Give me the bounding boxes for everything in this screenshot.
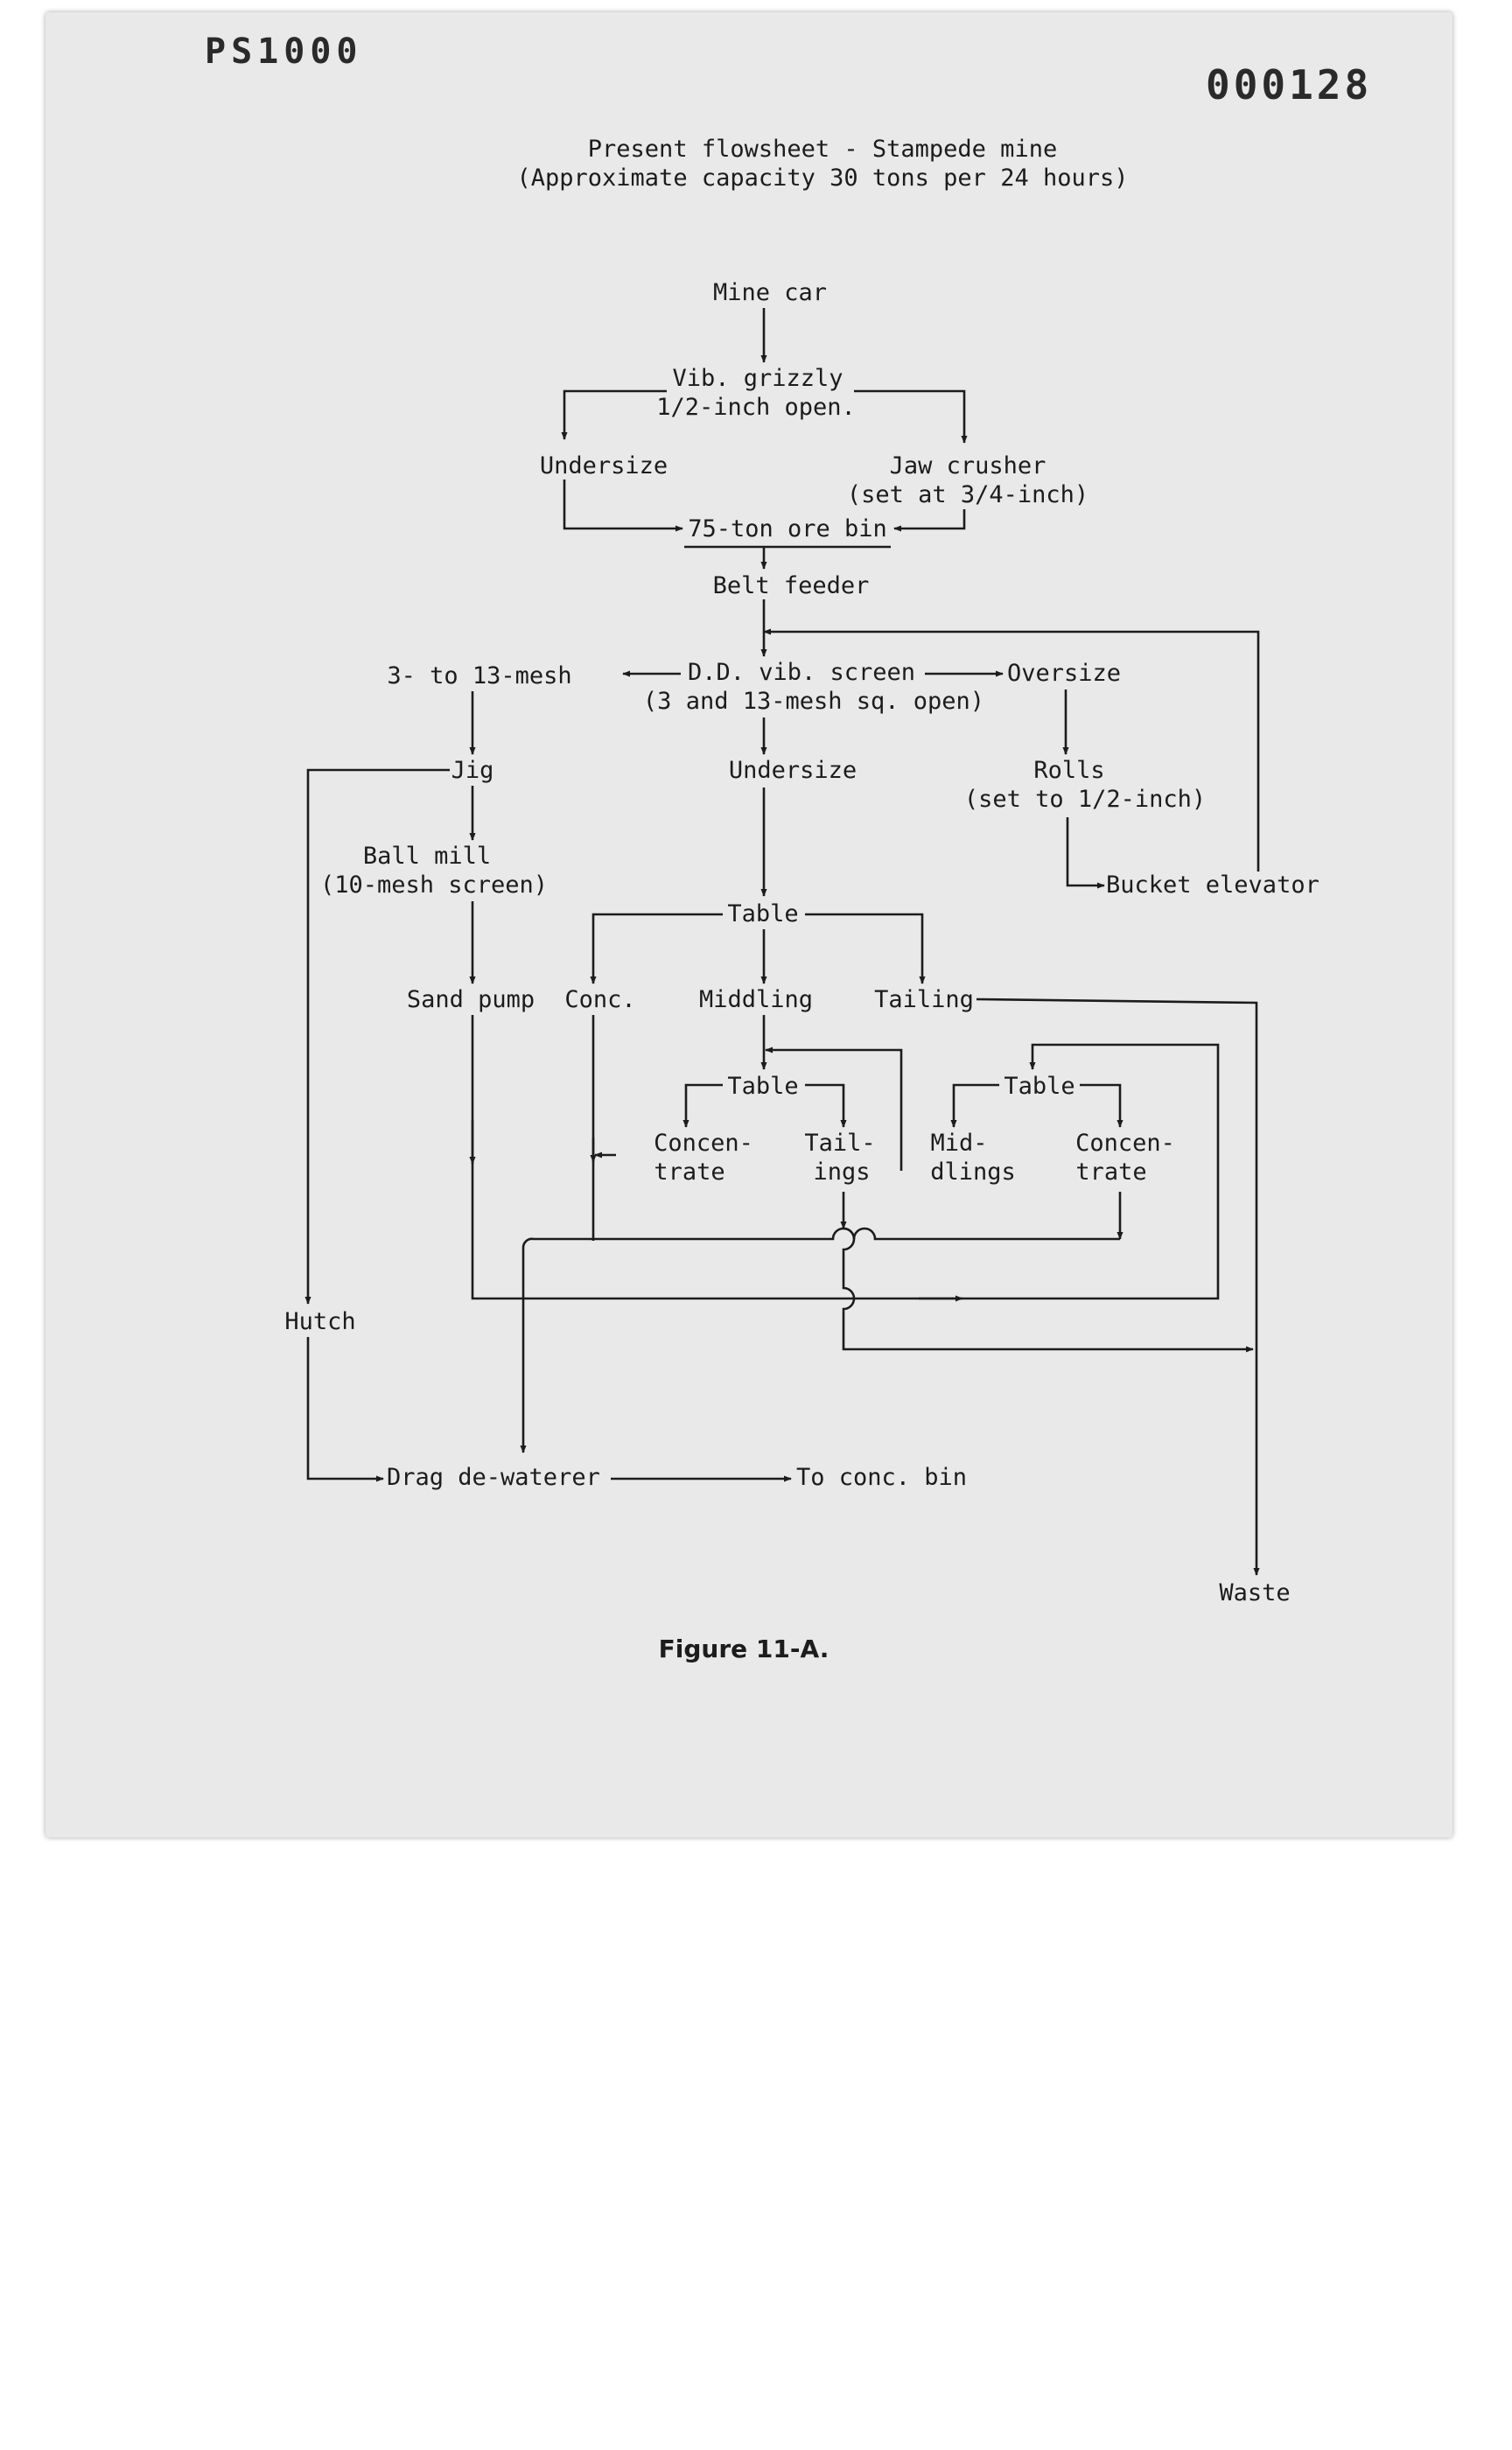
node-rolls-line1: Rolls	[1033, 757, 1105, 784]
node-middlings-line1: Mid-	[930, 1130, 988, 1157]
arrow-rolls-to-elevator	[1066, 817, 1105, 889]
node-ball-mill-line1: Ball mill	[362, 843, 492, 870]
node-tailings-line2: ings	[813, 1158, 871, 1186]
arrow-undersize-to-bin	[563, 480, 683, 532]
node-ore-bin: 75-ton ore bin	[688, 515, 887, 542]
node-conc: Conc.	[564, 986, 636, 1013]
node-drag-dewaterer: Drag de-waterer	[387, 1464, 600, 1491]
node-grizzly-line2: 1/2-inch open.	[656, 394, 856, 421]
collector-horizontal	[522, 1227, 1120, 1249]
arrow-table-to-tailing	[805, 913, 926, 984]
arrow-grizzly-undersize	[561, 389, 667, 440]
tailings-hop-down	[842, 1227, 1254, 1353]
arrow-right-table-to-middlings	[950, 1083, 999, 1128]
node-concentrate-right-line2: trate	[1075, 1158, 1147, 1186]
node-waste: Waste	[1219, 1579, 1291, 1606]
title-line-1: Present flowsheet - Stampede mine	[587, 136, 1058, 163]
node-concentrate-left-line1: Concen-	[654, 1130, 753, 1157]
node-undersize-1: Undersize	[539, 452, 668, 480]
arrow-jaw-to-bin	[893, 509, 966, 532]
arrow-sandpump-loop-to-right-table	[471, 1015, 1220, 1300]
node-table-main: Table	[727, 900, 799, 928]
arrow-right-table-to-concentrate	[1080, 1083, 1124, 1128]
node-conc-bin: To conc. bin	[796, 1464, 968, 1491]
node-oversize: Oversize	[1006, 660, 1122, 687]
node-concentrate-right-line1: Concen-	[1075, 1130, 1175, 1157]
arrow-table-to-conc	[590, 913, 723, 984]
title-line-2: (Approximate capacity 30 tons per 24 hou…	[516, 164, 1129, 192]
node-grizzly-line1: Vib. grizzly	[672, 365, 844, 392]
arrow-left-table-to-tailings	[805, 1083, 847, 1128]
node-hutch: Hutch	[284, 1308, 356, 1335]
node-tailing: Tailing	[874, 986, 974, 1013]
node-rolls-line2: (set to 1/2-inch)	[963, 786, 1207, 813]
node-screen-line1: D.D. vib. screen	[687, 659, 916, 686]
stamp-left: PS1000	[205, 32, 363, 72]
arrow-left-table-to-concentrate	[682, 1083, 723, 1128]
document-page	[46, 12, 1452, 1838]
arrow-grizzly-to-jaw	[854, 389, 968, 444]
node-undersize-2: Undersize	[728, 757, 858, 784]
middlings-return-to-middling	[765, 1046, 903, 1171]
node-concentrate-left-line2: trate	[654, 1158, 725, 1186]
node-middling: Middling	[698, 986, 814, 1013]
node-table-left: Table	[727, 1073, 799, 1100]
node-middlings-line2: dlings	[930, 1158, 1016, 1186]
node-bucket-elevator: Bucket elevator	[1106, 872, 1320, 899]
figure-caption: Figure 11-A.	[658, 1634, 830, 1663]
arrow-elevator-return	[763, 628, 1260, 872]
node-screen-line2: (3 and 13-mesh sq. open)	[642, 688, 985, 715]
node-ball-mill-line2: (10-mesh screen)	[319, 872, 549, 899]
node-jig: Jig	[451, 757, 494, 784]
arrow-hutch-to-drag	[306, 1337, 384, 1482]
node-jaw-crusher-line2: (set at 3/4-inch)	[846, 481, 1089, 508]
node-belt-feeder: Belt feeder	[712, 572, 870, 599]
node-sand-pump: Sand pump	[406, 986, 536, 1013]
node-mine-car: Mine car	[712, 279, 828, 306]
arrow-jig-to-hutch	[304, 768, 450, 1305]
node-mesh-range: 3- to 13-mesh	[387, 662, 572, 690]
node-jaw-crusher-line1: Jaw crusher	[889, 452, 1046, 480]
node-table-right: Table	[1004, 1073, 1075, 1100]
node-tailings-line1: Tail-	[804, 1130, 876, 1157]
arrow-tailing-to-waste	[976, 998, 1260, 1576]
stamp-right: 000128	[1206, 61, 1373, 108]
